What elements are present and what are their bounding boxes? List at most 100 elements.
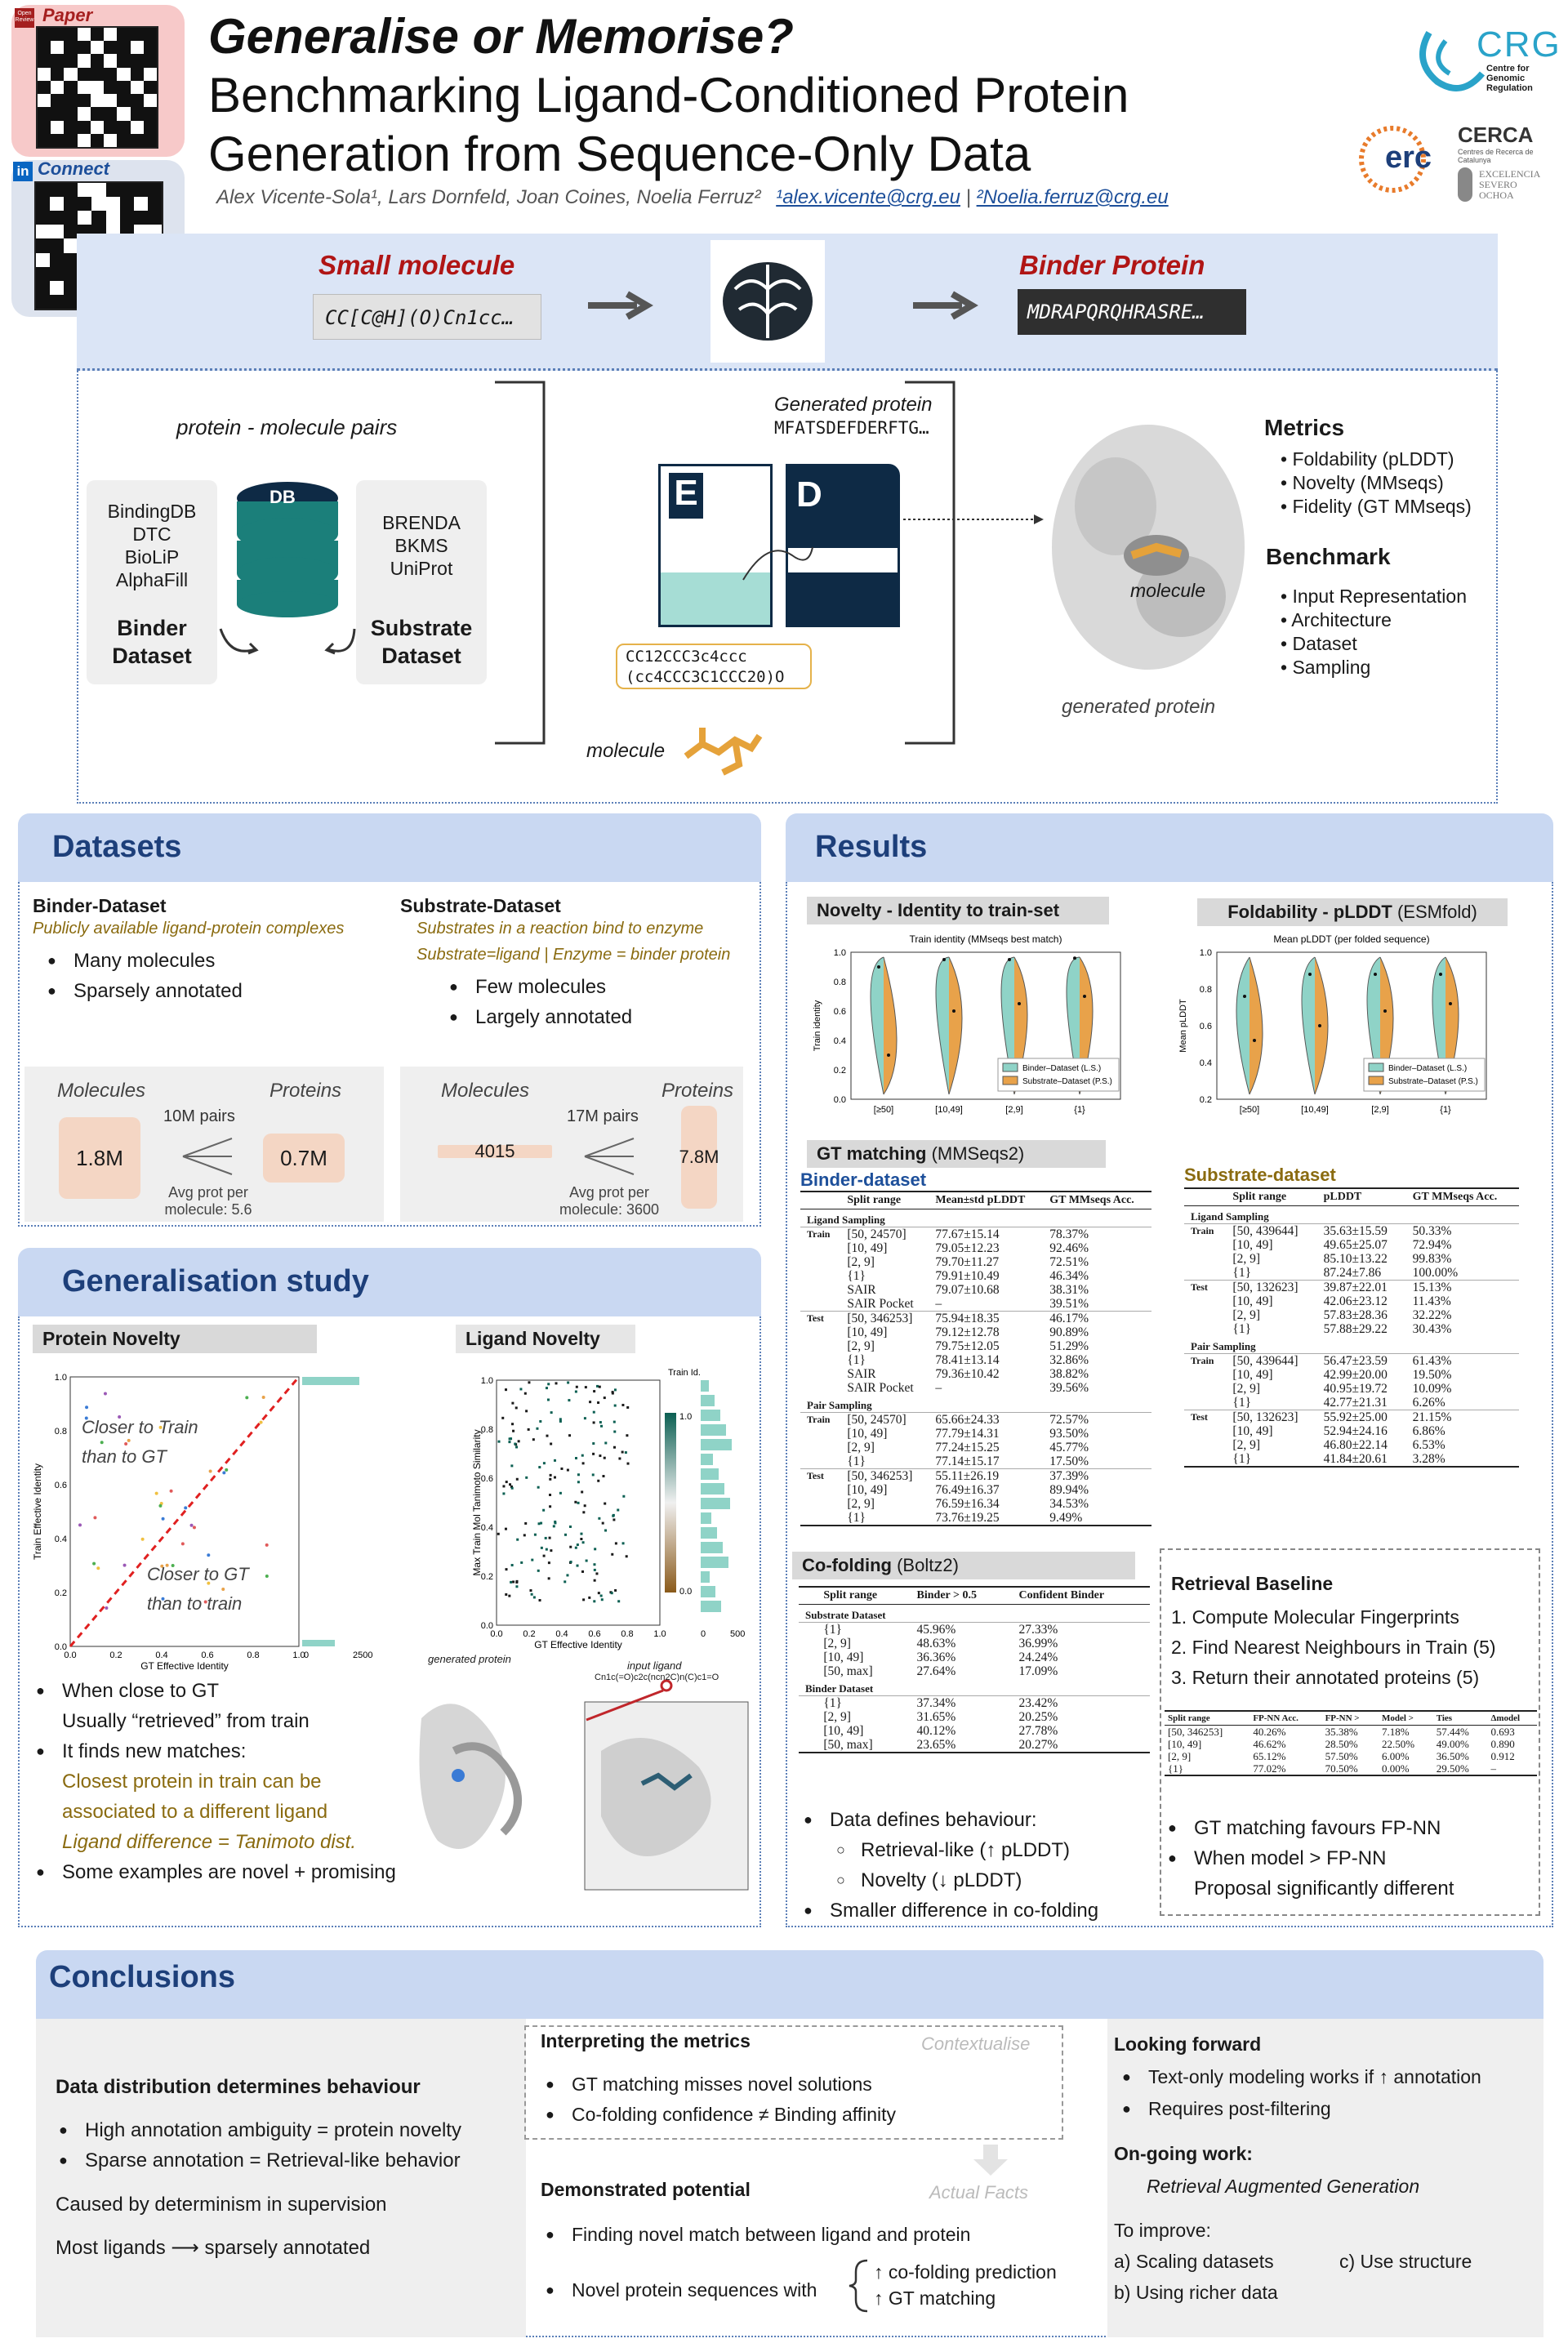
- source-uniprot: UniProt: [390, 558, 453, 579]
- table-cell: 23.65%: [916, 1738, 956, 1752]
- legend-label: Binder–Dataset (L.S.): [1022, 1064, 1101, 1073]
- scatter-point: [158, 1425, 163, 1429]
- scatter-point: [552, 1525, 555, 1528]
- table-cell: 30.43%: [1412, 1322, 1452, 1336]
- table-side-cell: [1184, 1382, 1226, 1396]
- scatter-point: [604, 1441, 608, 1445]
- scatter-point: [626, 1405, 630, 1409]
- median-point: [1008, 958, 1011, 961]
- category-label: {1}: [1440, 1105, 1451, 1115]
- scatter-point: [624, 1451, 627, 1454]
- curly-brace-icon: [849, 2259, 868, 2313]
- foldability-violin-chart: Mean pLDDT (per folded sequence)1.00.80.…: [1178, 933, 1487, 1115]
- scatter-point: [528, 1381, 531, 1384]
- cofolding-title: Co-folding (Boltz2): [792, 1552, 1135, 1579]
- table-cell: [10, 49]: [847, 1241, 888, 1255]
- table-side-cell: [800, 1381, 840, 1395]
- scatter-point: [497, 1532, 500, 1535]
- scatter-point: [559, 1419, 562, 1423]
- scatter-point: [124, 1441, 128, 1446]
- scatter-point: [575, 1385, 578, 1388]
- scatter-point: [545, 1387, 548, 1390]
- improve-a: a) Scaling datasets: [1114, 2251, 1274, 2272]
- scatter-point: [581, 1570, 585, 1573]
- pairs-label: protein - molecule pairs: [176, 415, 398, 439]
- table-cell: –: [935, 1381, 942, 1395]
- y-tick-label: 0.4: [834, 1036, 846, 1046]
- input-smiles-box: CC12CCC3c4ccc (cc4CCC3C1CCC20)O: [616, 644, 812, 689]
- closer-to-gt-annotation: Closer to GT than to train: [147, 1564, 249, 1614]
- binder-molecules-label: Molecules: [57, 1080, 146, 1102]
- table-cell: 45.96%: [916, 1623, 956, 1637]
- table-cell: {1}: [1168, 1762, 1183, 1775]
- scatter-point: [597, 1401, 600, 1405]
- scatter-point: [580, 1532, 583, 1535]
- scatter-point: [540, 1546, 543, 1549]
- scatter-point: [559, 1418, 562, 1421]
- legend-label: Binder–Dataset (L.S.): [1388, 1064, 1467, 1073]
- smiles-input-box: CC[C@H](O)Cn1cc…: [313, 294, 541, 340]
- histogram-bar: [701, 1454, 713, 1465]
- crg-swirl-icon: [1419, 31, 1486, 91]
- median-point: [1308, 973, 1312, 976]
- bullet-item: GT matching misses novel solutions: [546, 2069, 896, 2100]
- scatter-point: [601, 1521, 604, 1525]
- bullet-item: Requires post-filtering: [1122, 2093, 1481, 2125]
- table-header-cell: Δmodel: [1487, 1710, 1537, 1726]
- table-cell: 79.05±12.23: [935, 1241, 1000, 1255]
- email-link-2[interactable]: ²Noelia.ferruz@crg.eu: [976, 186, 1169, 208]
- table-cell: 50.33%: [1412, 1224, 1452, 1238]
- scatter-point: [568, 1434, 572, 1437]
- scatter-point: [611, 1552, 614, 1556]
- table-cell: [50, max]: [823, 1664, 873, 1678]
- table-group-title: Ligand Sampling: [800, 1209, 1152, 1227]
- scatter-point: [550, 1442, 553, 1446]
- scatter-point: [529, 1589, 532, 1592]
- median-point: [887, 1054, 890, 1057]
- substrate-proteins-value: 7.8M: [679, 1106, 719, 1209]
- benchmark-list: • Input Representation • Architecture • …: [1281, 585, 1467, 679]
- binder-pairs: 10M pairs: [163, 1107, 235, 1125]
- scatter-point: [581, 1454, 584, 1457]
- x-tick-label: 0.4: [555, 1629, 568, 1639]
- scatter-point: [547, 1561, 550, 1565]
- paper-qr-card[interactable]: Open Review Paper: [11, 5, 185, 157]
- table-cell: 27.78%: [1018, 1724, 1058, 1738]
- table-side-cell: [799, 1664, 817, 1678]
- foldability-title-main: Foldability - pLDDT: [1227, 902, 1392, 922]
- table-cell: [10, 49]: [1232, 1294, 1273, 1308]
- y-tick-label: 0.8: [1200, 985, 1212, 995]
- scatter-point: [622, 1494, 626, 1498]
- scatter-point: [582, 1511, 586, 1514]
- table-cell: 36.50%: [1436, 1750, 1469, 1762]
- scatter-point: [225, 1468, 229, 1472]
- scatter-point: [100, 1441, 104, 1445]
- table-row: [10, 49]46.62%28.50%22.50%49.00%0.890: [1165, 1738, 1537, 1750]
- scatter-point: [158, 1503, 163, 1508]
- scatter-point: [612, 1518, 616, 1521]
- email-link-1[interactable]: ¹alex.vicente@crg.eu: [776, 186, 960, 208]
- table-cell: 77.14±15.17: [935, 1454, 1000, 1468]
- table-side-cell: Train: [807, 1414, 831, 1425]
- brain-model-icon: [710, 240, 825, 363]
- table-side-cell: Test: [807, 1312, 824, 1324]
- table-header-cell: Split range: [1165, 1710, 1250, 1726]
- table-cell: {1}: [1232, 1452, 1252, 1466]
- y-tick-label: 0.2: [481, 1572, 493, 1582]
- demo-bullets: Finding novel match between ligand and p…: [546, 2220, 970, 2250]
- scatter-point: [600, 1598, 604, 1601]
- scatter-point: [593, 1600, 596, 1603]
- paper-qr-code[interactable]: [36, 26, 158, 149]
- substrate-dataset-heading: Substrate-dataset: [1184, 1165, 1336, 1185]
- binder-bullets: Many molecules Sparsely annotated: [47, 946, 243, 1006]
- table-cell: 20.27%: [1018, 1738, 1058, 1752]
- scatter-point: [537, 1522, 541, 1526]
- table-row: [2, 9]48.63%36.99%: [799, 1637, 1150, 1650]
